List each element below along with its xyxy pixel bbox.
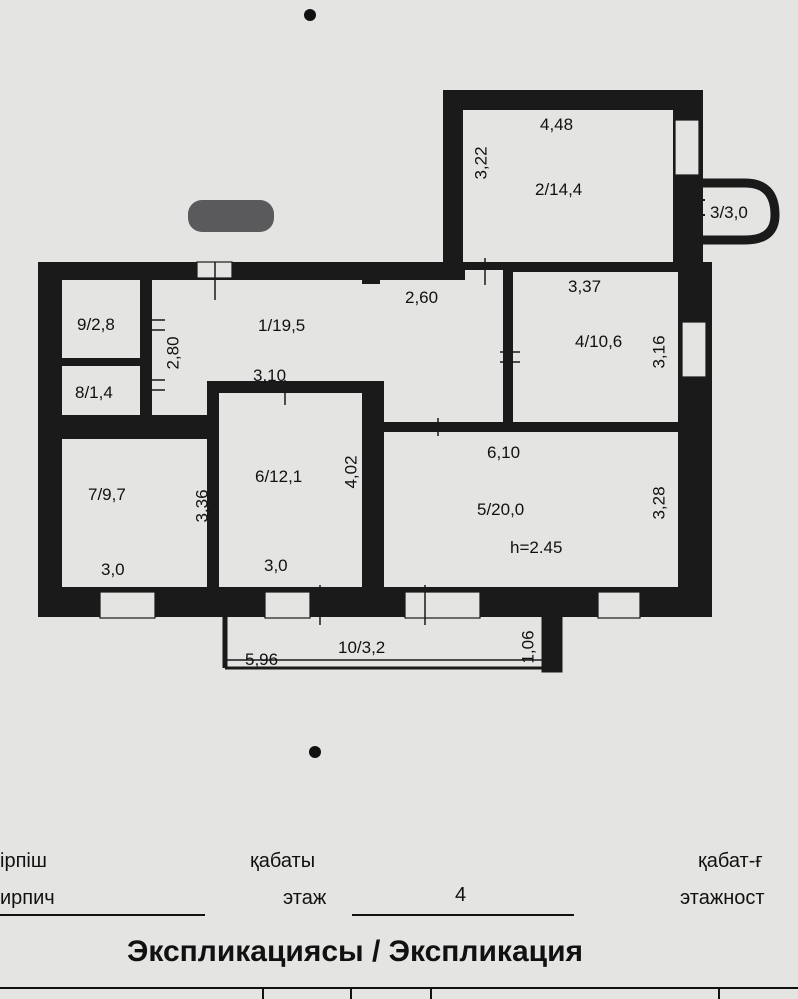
wall bbox=[443, 90, 703, 110]
walls bbox=[38, 90, 712, 617]
wall bbox=[140, 280, 152, 420]
dim-label: 3,36 bbox=[192, 489, 212, 523]
ceiling-height-label: h=2.45 bbox=[510, 538, 563, 557]
wall bbox=[503, 265, 513, 425]
floor-underline bbox=[352, 914, 574, 916]
room-label-9: 9/2,8 bbox=[77, 315, 115, 334]
wall bbox=[443, 90, 463, 265]
dim-label: 5,96 bbox=[245, 650, 279, 669]
room-label-2: 2/14,4 bbox=[535, 180, 583, 199]
dim-label: 3,0 bbox=[264, 556, 288, 575]
wall bbox=[62, 415, 212, 439]
dim-label: 6,10 bbox=[487, 443, 521, 462]
wall bbox=[673, 90, 703, 265]
redaction-blot bbox=[188, 200, 274, 232]
table-top-line bbox=[0, 987, 798, 989]
punch-hole bbox=[309, 746, 321, 758]
room-label-1: 1/19,5 bbox=[258, 316, 306, 335]
wall bbox=[510, 264, 685, 272]
window bbox=[99, 591, 156, 619]
table-divider bbox=[262, 987, 264, 999]
wall bbox=[207, 381, 382, 393]
punch-hole bbox=[304, 9, 316, 21]
balcony-room-3 bbox=[700, 178, 780, 245]
dim-label: 2,60 bbox=[405, 288, 439, 307]
room-label-7: 7/9,7 bbox=[88, 485, 126, 504]
explication-title: Экспликациясы / Экспликация bbox=[127, 935, 584, 968]
room-label-8: 8/1,4 bbox=[75, 383, 113, 402]
dim-label: 3,10 bbox=[253, 366, 287, 385]
floor-label-kz: қабаты bbox=[250, 850, 316, 872]
wall bbox=[362, 381, 384, 593]
window bbox=[597, 591, 641, 619]
windows bbox=[99, 119, 707, 619]
floor-label-ru: этаж bbox=[283, 887, 327, 909]
wall bbox=[207, 383, 219, 593]
dim-label: 4,48 bbox=[540, 115, 574, 134]
window bbox=[681, 321, 707, 378]
wall bbox=[382, 422, 682, 432]
wall bbox=[362, 268, 380, 284]
wall bbox=[45, 262, 465, 280]
balcony-room-10 bbox=[222, 611, 563, 673]
room-label-5: 5/20,0 bbox=[477, 500, 525, 519]
room-label-10: 10/3,2 bbox=[338, 638, 386, 657]
dim-label: 1,06 bbox=[518, 630, 538, 664]
window bbox=[674, 119, 700, 176]
dim-label: 2,80 bbox=[163, 336, 183, 370]
table-divider bbox=[718, 987, 720, 999]
material-label-ru: ирпич bbox=[0, 887, 55, 909]
storeys-label-ru: этажност bbox=[680, 887, 765, 909]
wall bbox=[62, 358, 146, 366]
doors bbox=[150, 258, 520, 625]
dim-label: 3,0 bbox=[101, 560, 125, 579]
window bbox=[404, 591, 481, 619]
room-label-3: 3/3,0 bbox=[710, 203, 748, 222]
window bbox=[264, 591, 311, 619]
dim-label: 3,28 bbox=[649, 486, 669, 520]
table-divider bbox=[350, 987, 352, 999]
dim-label: 3,37 bbox=[568, 277, 602, 296]
wall bbox=[38, 262, 62, 617]
floor-value: 4 bbox=[455, 884, 467, 906]
room-label-6: 6/12,1 bbox=[255, 467, 303, 486]
material-underline bbox=[0, 914, 205, 916]
material-label-kz: ірпіш bbox=[0, 850, 47, 872]
dim-label: 3,22 bbox=[471, 146, 491, 180]
dim-label: 3,16 bbox=[649, 335, 669, 369]
dim-label: 4,02 bbox=[341, 455, 361, 489]
storeys-label-kz: қабат-ғ bbox=[698, 850, 763, 872]
room-label-4: 4/10,6 bbox=[575, 332, 623, 351]
table-divider bbox=[430, 987, 432, 999]
wall bbox=[678, 262, 712, 617]
